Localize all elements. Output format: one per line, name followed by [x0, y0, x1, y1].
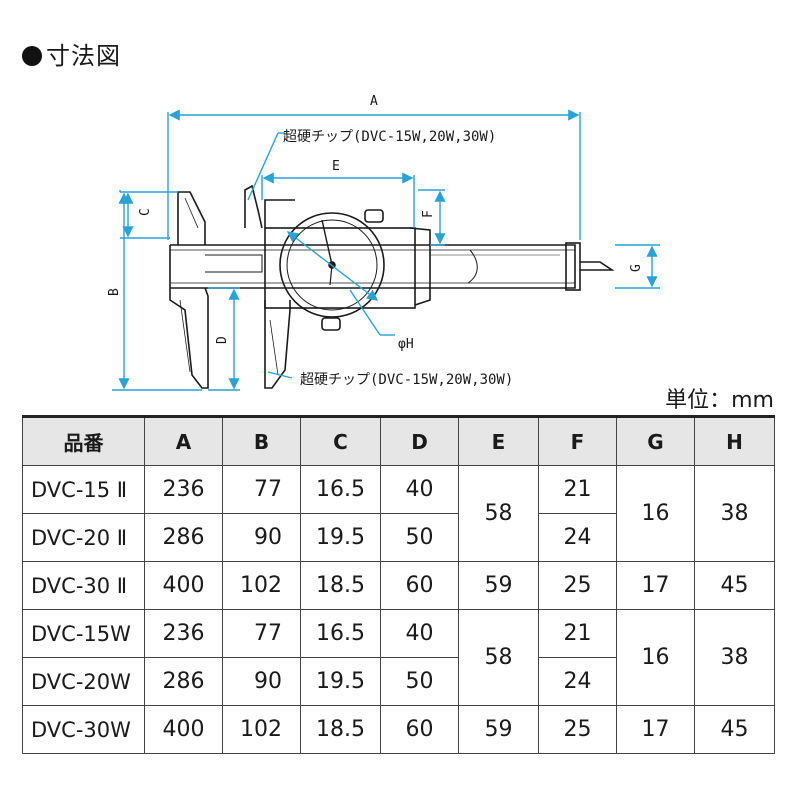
cell-A: 236	[144, 609, 223, 658]
cell-model: DVC-20 Ⅱ	[22, 513, 145, 562]
label-B: B	[107, 288, 122, 296]
cell-F: 21	[538, 609, 617, 658]
cell-H: 45	[694, 705, 775, 754]
cell-B: 77	[222, 609, 301, 658]
cell-C: 16.5	[300, 465, 381, 514]
label-H: φH	[398, 337, 414, 352]
dimension-labels: A 超硬チップ(DVC-15W,20W,30W) E F G C B D φH …	[107, 94, 644, 388]
cell-E: 59	[458, 705, 539, 754]
cell-model: DVC-15W	[22, 609, 145, 658]
cell-D: 60	[380, 705, 459, 754]
label-tip-top: 超硬チップ(DVC-15W,20W,30W)	[283, 129, 496, 145]
header-H: H	[694, 416, 775, 466]
cell-G: 17	[616, 705, 695, 754]
cell-B: 90	[222, 513, 301, 562]
table-row: DVC-15W 236 77 16.5 40 58 21 16 38	[22, 609, 775, 706]
page-title: 寸法図	[22, 36, 121, 71]
cell-C: 16.5	[300, 609, 381, 658]
page-title-text: 寸法図	[46, 42, 121, 70]
label-A: A	[370, 94, 378, 109]
cell-F: 25	[538, 705, 617, 754]
bullet-dot-icon	[22, 46, 42, 66]
cell-model: DVC-20W	[22, 657, 145, 706]
cell-B: 102	[222, 561, 301, 610]
header-D: D	[380, 416, 459, 466]
cell-H: 38	[694, 465, 775, 562]
cell-model: DVC-30W	[22, 705, 145, 754]
cell-H: 45	[694, 561, 775, 610]
cell-C: 18.5	[300, 705, 381, 754]
cell-B: 90	[222, 657, 301, 706]
label-G: G	[629, 264, 644, 272]
cell-D: 60	[380, 561, 459, 610]
cell-C: 19.5	[300, 513, 381, 562]
cell-D: 40	[380, 609, 459, 658]
cell-A: 400	[144, 705, 223, 754]
cell-A: 236	[144, 465, 223, 514]
cell-B: 77	[222, 465, 301, 514]
cell-E: 58	[458, 609, 539, 706]
caliper-dimension-diagram: A 超硬チップ(DVC-15W,20W,30W) E F G C B D φH …	[107, 94, 660, 391]
table-row: DVC-30 Ⅱ 400 102 18.5 60 59 25 17 45	[22, 561, 775, 610]
label-D: D	[215, 336, 230, 344]
header-G: G	[616, 416, 695, 466]
cell-F: 24	[538, 513, 617, 562]
cell-A: 400	[144, 561, 223, 610]
table-row: DVC-30W 400 102 18.5 60 59 25 17 45	[22, 705, 775, 754]
cell-C: 18.5	[300, 561, 381, 610]
caliper-drawing	[169, 184, 615, 389]
dimension-lines	[112, 109, 660, 391]
table-row: DVC-20 Ⅱ 286 90 19.5 50 24	[22, 513, 775, 562]
header-C: C	[300, 416, 381, 466]
header-E: E	[458, 416, 539, 466]
cell-model: DVC-15 Ⅱ	[22, 465, 145, 514]
header-F: F	[538, 416, 617, 466]
label-tip-bottom: 超硬チップ(DVC-15W,20W,30W)	[300, 372, 513, 388]
label-E: E	[332, 159, 340, 174]
cell-E: 58	[458, 465, 539, 562]
unit-label: 単位：mm	[665, 388, 774, 413]
cell-F: 24	[538, 657, 617, 706]
label-F: F	[421, 210, 436, 218]
cell-D: 50	[380, 513, 459, 562]
cell-B: 102	[222, 705, 301, 754]
cell-C: 19.5	[300, 657, 381, 706]
cell-F: 25	[538, 561, 617, 610]
cell-model: DVC-30 Ⅱ	[22, 561, 145, 610]
cell-A: 286	[144, 657, 223, 706]
cell-D: 40	[380, 465, 459, 514]
header-B: B	[222, 416, 301, 466]
cell-D: 50	[380, 657, 459, 706]
cell-G: 17	[616, 561, 695, 610]
cell-A: 286	[144, 513, 223, 562]
cell-G: 16	[616, 465, 695, 562]
cell-F: 21	[538, 465, 617, 514]
table-row: DVC-20W 286 90 19.5 50 24	[22, 657, 775, 706]
table-row: DVC-15 Ⅱ 236 77 16.5 40 58 21 16 38	[22, 465, 775, 562]
header-A: A	[144, 416, 223, 466]
header-model: 品番	[22, 416, 145, 466]
table-header-row: 品番 A B C D E F G H	[22, 416, 775, 466]
cell-E: 59	[458, 561, 539, 610]
cell-G: 16	[616, 609, 695, 706]
spec-table: 品番 A B C D E F G H DVC-15 Ⅱ 236 77 16.5 …	[22, 415, 775, 754]
cell-H: 38	[694, 609, 775, 706]
label-C: C	[138, 208, 153, 216]
